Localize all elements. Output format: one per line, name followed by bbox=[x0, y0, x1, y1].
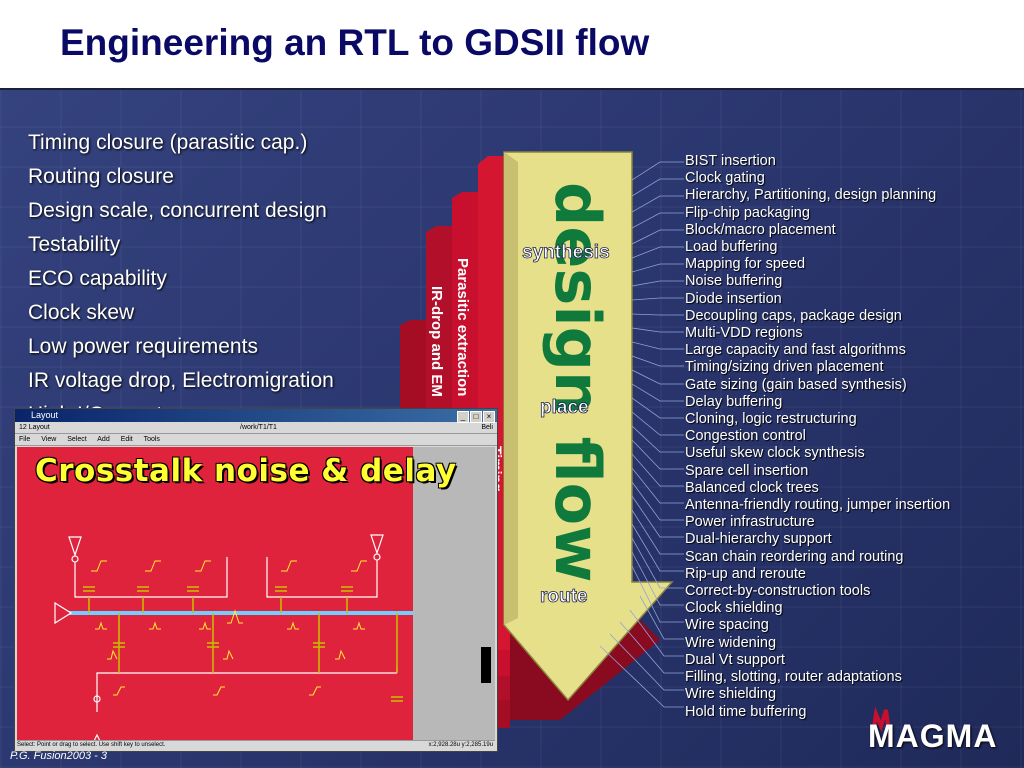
menu-tools[interactable]: Tools bbox=[143, 436, 160, 443]
feature-item: Congestion control bbox=[685, 428, 806, 445]
challenge-item: Design scale, concurrent design bbox=[28, 199, 327, 222]
crosstalk-schematic bbox=[54, 534, 456, 756]
feature-item: Diode insertion bbox=[685, 290, 782, 307]
layer-label-parasitic: Parasitic extraction bbox=[454, 258, 471, 396]
feature-item: Mapping for speed bbox=[685, 256, 806, 273]
challenge-item: Routing closure bbox=[28, 165, 174, 188]
buffer-top-right-icon bbox=[370, 534, 384, 555]
user-label: Beli bbox=[481, 424, 493, 431]
feature-item: Power infrastructure bbox=[685, 514, 815, 531]
feature-item: Filling, slotting, router adaptations bbox=[685, 669, 902, 686]
challenge-item: Low power requirements bbox=[28, 335, 258, 358]
feature-item: Balanced clock trees bbox=[685, 479, 819, 496]
feature-item: Hold time buffering bbox=[685, 703, 807, 720]
menu-add[interactable]: Add bbox=[97, 436, 110, 443]
feature-item: Wire spacing bbox=[685, 617, 769, 634]
layout-window-titlebar[interactable]: Layout _□× bbox=[15, 409, 497, 423]
feature-item: Spare cell insertion bbox=[685, 462, 809, 479]
stage-place: place bbox=[540, 397, 589, 418]
layout-window-title: Layout bbox=[31, 410, 59, 420]
stage-synthesis: synthesis bbox=[522, 242, 610, 263]
window-id: 12 Layout bbox=[19, 424, 50, 431]
title-bar: Engineering an RTL to GDSII flow bbox=[0, 0, 1024, 90]
feature-item: Antenna-friendly routing, jumper inserti… bbox=[685, 497, 951, 514]
magma-logo: MAGMA bbox=[868, 718, 998, 754]
menu-view[interactable]: View bbox=[41, 436, 57, 443]
menu-bar: File View Select Add Edit Tools bbox=[15, 434, 497, 446]
coupling-capacitors bbox=[83, 586, 403, 702]
challenge-item: Timing closure (parasitic cap.) bbox=[28, 131, 308, 154]
footer-page-label: P.G. Fusion2003 - 3 bbox=[10, 750, 108, 762]
layout-canvas[interactable] bbox=[17, 447, 456, 756]
feature-item: Block/macro placement bbox=[685, 221, 836, 238]
feature-item: Dual Vt support bbox=[685, 651, 785, 668]
window-controls: _□× bbox=[456, 410, 495, 423]
feature-item: Hierarchy, Partitioning, design planning bbox=[685, 187, 937, 204]
cursor-coordinates: x:2,928.28u y:2,285.19u bbox=[428, 742, 493, 748]
feature-item: Scan chain reordering and routing bbox=[685, 548, 904, 565]
challenge-item: ECO capability bbox=[28, 267, 167, 290]
close-icon[interactable]: × bbox=[483, 411, 495, 423]
layout-side-panel bbox=[413, 447, 495, 740]
layout-window[interactable]: Layout _□× 12 Layout /work/T1/T1 Beli Fi… bbox=[14, 408, 498, 756]
arrow-side-shade bbox=[504, 152, 518, 625]
feature-item: Useful skew clock synthesis bbox=[685, 445, 865, 462]
arrow-label: design flow bbox=[541, 182, 614, 583]
challenge-item: IR voltage drop, Electromigration bbox=[28, 369, 334, 392]
menu-file[interactable]: File bbox=[19, 436, 31, 443]
status-bar: Select: Point or drag to select. Use shi… bbox=[17, 740, 495, 750]
feature-item: Multi-VDD regions bbox=[685, 325, 803, 342]
crosstalk-overlay-text: Crosstalk noise & delay bbox=[35, 453, 457, 489]
menu-select[interactable]: Select bbox=[67, 436, 87, 443]
maximize-icon[interactable]: □ bbox=[470, 411, 482, 423]
status-message: Select: Point or drag to select. Use shi… bbox=[17, 742, 166, 748]
feature-item: Dual-hierarchy support bbox=[685, 531, 832, 548]
slide-title: Engineering an RTL to GDSII flow bbox=[60, 22, 650, 63]
feature-item: Noise buffering bbox=[685, 273, 783, 290]
feature-item: Clock gating bbox=[685, 170, 765, 187]
feature-item: Flip-chip packaging bbox=[685, 204, 810, 221]
menu-edit[interactable]: Edit bbox=[120, 436, 133, 443]
feature-item: Rip-up and reroute bbox=[685, 565, 806, 582]
feature-item: Large capacity and fast algorithms bbox=[685, 342, 906, 359]
feature-item: Wire widening bbox=[685, 634, 777, 651]
noise-waveforms bbox=[91, 560, 456, 696]
feature-list: BIST insertion Clock gating Hierarchy, P… bbox=[685, 153, 950, 721]
magma-logo-mark-icon bbox=[870, 706, 892, 741]
challenge-item: Testability bbox=[28, 233, 121, 256]
driver-left-icon bbox=[54, 601, 73, 625]
feature-connectors bbox=[599, 161, 684, 708]
buffer-top-left-icon bbox=[68, 536, 82, 557]
feature-item: Load buffering bbox=[685, 239, 778, 256]
feature-item: Timing/sizing driven placement bbox=[685, 359, 884, 376]
feature-item: Correct-by-construction tools bbox=[685, 583, 871, 600]
challenge-item: Clock skew bbox=[28, 301, 135, 324]
layer-label-ir-drop: IR-drop and EM bbox=[428, 286, 445, 397]
feature-item: Clock shielding bbox=[685, 600, 783, 617]
feature-item: Delay buffering bbox=[685, 393, 783, 410]
layout-window-infobar: 12 Layout /work/T1/T1 Beli bbox=[15, 422, 497, 434]
minimize-icon[interactable]: _ bbox=[457, 411, 469, 423]
feature-item: BIST insertion bbox=[685, 153, 776, 169]
side-panel-block bbox=[481, 647, 491, 683]
feature-item: Cloning, logic restructuring bbox=[685, 411, 857, 428]
feature-item: Wire shielding bbox=[685, 686, 777, 703]
feature-item: Gate sizing (gain based synthesis) bbox=[685, 376, 907, 393]
design-path: /work/T1/T1 bbox=[240, 424, 277, 431]
feature-item: Decoupling caps, package design bbox=[685, 307, 902, 324]
stage-route: route bbox=[540, 586, 588, 607]
